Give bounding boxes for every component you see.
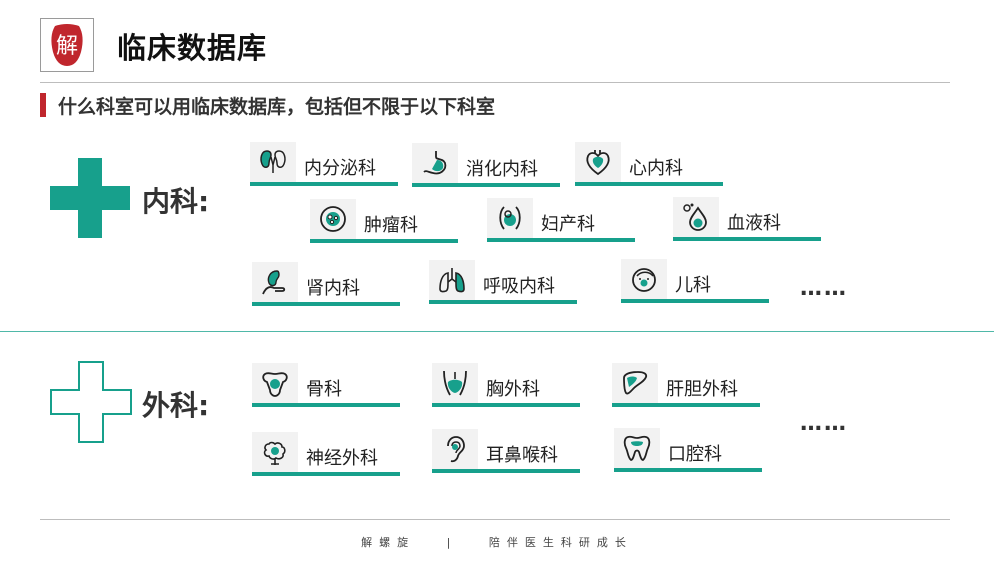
subtitle-accent-bar — [40, 93, 46, 117]
tumor-cell-icon — [320, 206, 346, 232]
subtitle: 什么科室可以用临床数据库，包括但不限于以下科室 — [58, 96, 496, 118]
dept-label: 肾内科 — [306, 278, 360, 299]
dept-endocrinology[interactable]: 内分泌科 — [250, 142, 398, 186]
dept-oncology[interactable]: 肿瘤科 — [310, 199, 458, 243]
liver-icon — [623, 371, 648, 395]
header-divider — [40, 82, 950, 83]
dept-label: 神经外科 — [306, 448, 378, 469]
brain-icon — [263, 441, 286, 465]
outline-cross-icon — [50, 361, 132, 443]
logo-char: 解 — [56, 34, 78, 59]
footer-brand: 解螺旋 — [361, 536, 416, 549]
dept-nephrology[interactable]: 肾内科 — [252, 262, 400, 306]
dept-label: 妇产科 — [541, 214, 595, 235]
lungs-icon — [439, 268, 465, 293]
logo: 解 — [40, 18, 94, 72]
ear-icon — [447, 436, 465, 463]
bone-icon — [262, 372, 288, 397]
dept-label: 呼吸内科 — [483, 276, 555, 297]
dept-hepatobiliary-surgery[interactable]: 肝胆外科 — [612, 363, 760, 407]
chest-icon — [443, 370, 467, 396]
dept-label: 心内科 — [629, 158, 683, 179]
dept-label: 肝胆外科 — [666, 379, 738, 400]
heart-icon — [586, 150, 610, 176]
dept-label: 血液科 — [727, 213, 781, 234]
dept-neurosurgery[interactable]: 神经外科 — [252, 432, 400, 476]
stomach-icon — [423, 151, 447, 175]
pregnancy-icon — [499, 206, 521, 230]
baby-face-icon — [632, 268, 656, 292]
dept-respiratory[interactable]: 呼吸内科 — [429, 260, 577, 304]
dept-cardiology[interactable]: 心内科 — [575, 142, 723, 186]
footer-separator: | — [446, 536, 458, 549]
dept-label: 口腔科 — [668, 444, 722, 465]
dept-orthopedics[interactable]: 骨科 — [252, 363, 400, 407]
dept-hematology[interactable]: 血液科 — [673, 197, 821, 241]
dept-label: 骨科 — [306, 379, 342, 400]
dept-gastroenterology[interactable]: 消化内科 — [412, 143, 560, 187]
dept-label: 肿瘤科 — [364, 215, 418, 236]
blood-drop-icon — [683, 203, 707, 231]
dept-label: 胸外科 — [486, 379, 540, 400]
footer: 解螺旋 | 陪伴医生科研成长 — [0, 534, 994, 550]
dept-label: 耳鼻喉科 — [486, 445, 558, 466]
solid-cross-icon — [50, 158, 130, 238]
internal-medicine-label: 内科: — [142, 185, 210, 218]
dept-stomatology[interactable]: 口腔科 — [614, 428, 762, 472]
dept-label: 内分泌科 — [304, 158, 376, 179]
dept-label: 儿科 — [675, 275, 711, 296]
kidney-icon — [260, 150, 286, 173]
footer-slogan: 陪伴医生科研成长 — [488, 536, 633, 549]
dept-thoracic-surgery[interactable]: 胸外科 — [432, 363, 580, 407]
surgery-more-ellipsis: …… — [800, 411, 848, 436]
section-divider — [0, 331, 994, 332]
tooth-icon — [623, 435, 651, 461]
internal-more-ellipsis: …… — [800, 276, 848, 301]
surgery-label: 外科: — [142, 389, 210, 422]
dept-obstetrics[interactable]: 妇产科 — [487, 198, 635, 242]
dept-ent[interactable]: 耳鼻喉科 — [432, 429, 580, 473]
footer-divider — [40, 519, 950, 520]
page-title: 临床数据库 — [117, 31, 268, 65]
kidney-hand-icon — [262, 270, 286, 295]
dept-pediatrics[interactable]: 儿科 — [621, 259, 769, 303]
dept-label: 消化内科 — [466, 159, 538, 180]
seal-logo-icon: 解 — [51, 24, 83, 66]
